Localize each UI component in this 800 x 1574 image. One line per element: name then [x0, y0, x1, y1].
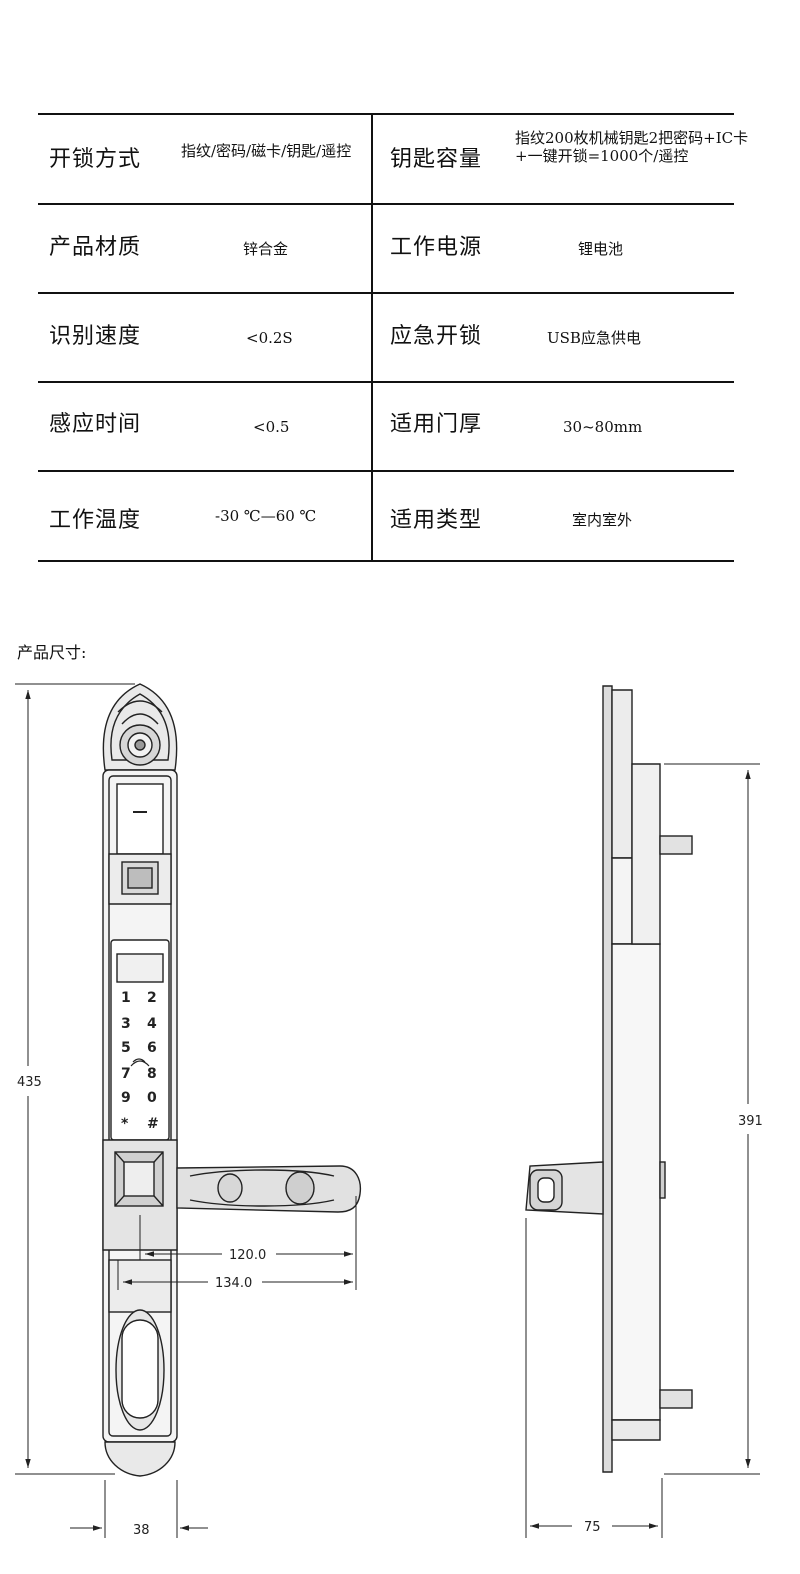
spec-label-applicable-type: 适用类型: [390, 508, 483, 533]
nfc-icon: [130, 1058, 150, 1067]
spec-label-power: 工作电源: [390, 235, 483, 260]
spec-value-recognition-speed: <0.2S: [246, 329, 293, 347]
table-divider: [38, 203, 734, 205]
keypad-key: 0: [147, 1090, 157, 1106]
spec-label-key-capacity: 钥匙容量: [390, 147, 483, 172]
keypad-key: 7: [121, 1066, 131, 1082]
spec-value-working-temperature: -30 ℃—60 ℃: [215, 507, 317, 525]
keypad-key: 2: [147, 990, 157, 1006]
dimension-handle-inner: 120.0: [229, 1248, 266, 1263]
table-divider: [38, 292, 734, 294]
table-divider: [38, 470, 734, 472]
keypad-key: 5: [121, 1040, 131, 1056]
table-border-bottom: [38, 560, 734, 562]
spec-label-sensing-time: 感应时间: [49, 412, 142, 437]
lock-side-view: [525, 685, 693, 1473]
keypad-key: 1: [121, 990, 131, 1006]
spec-label-unlock-method: 开锁方式: [49, 147, 142, 172]
table-border-top: [38, 113, 734, 115]
spec-value-applicable-type: 室内室外: [572, 511, 633, 529]
keypad-key: 8: [147, 1066, 157, 1082]
spec-value-material: 锌合金: [243, 240, 289, 258]
lock-front-view: [102, 683, 362, 1477]
spec-value-unlock-method: 指纹/密码/磁卡/钥匙/遥控: [181, 142, 352, 160]
spec-label-material: 产品材质: [49, 235, 142, 260]
spec-label-recognition-speed: 识别速度: [49, 324, 142, 349]
spec-table: 开锁方式 指纹/密码/磁卡/钥匙/遥控 钥匙容量 指纹200枚机械钥匙2把密码+…: [38, 113, 748, 562]
dimension-front-height: 435: [17, 1075, 42, 1090]
spec-value-power: 锂电池: [578, 240, 624, 258]
dimension-drawing-svg: 1 2 3 4 5 6 7 8 9 0 * # 435 38 120.0 134…: [15, 683, 763, 1538]
front-dimensions: [15, 683, 357, 1538]
keypad-key: *: [121, 1116, 129, 1132]
spec-value-door-thickness: 30~80mm: [563, 418, 643, 436]
spec-label-working-temperature: 工作温度: [49, 508, 142, 533]
dimension-front-width: 38: [133, 1523, 150, 1538]
dimension-side-height: 391: [738, 1114, 763, 1129]
table-divider: [38, 381, 734, 383]
keypad-key: 3: [121, 1016, 131, 1032]
keypad-key: #: [147, 1116, 159, 1132]
spec-value-key-capacity: 指纹200枚机械钥匙2把密码+IC卡+一键开锁=1000个/遥控: [515, 129, 749, 165]
spec-label-emergency-unlock: 应急开锁: [390, 324, 483, 349]
section-title-dimensions: 产品尺寸:: [17, 643, 87, 662]
dimension-drawing: 1 2 3 4 5 6 7 8 9 0 * # 435 38 120.0 134…: [0, 670, 800, 1574]
table-column-divider: [371, 115, 373, 562]
keypad-key: 4: [147, 1016, 157, 1032]
keypad-key: 6: [147, 1040, 157, 1056]
spec-value-emergency-unlock: USB应急供电: [547, 329, 641, 347]
spec-label-door-thickness: 适用门厚: [390, 412, 483, 437]
dimension-side-depth: 75: [584, 1520, 601, 1535]
spec-value-sensing-time: <0.5: [253, 418, 290, 436]
keypad-key: 9: [121, 1090, 131, 1106]
side-dimensions: [525, 763, 760, 1538]
dimension-handle-outer: 134.0: [215, 1276, 252, 1291]
keypad: 1 2 3 4 5 6 7 8 9 0 * #: [121, 990, 159, 1132]
